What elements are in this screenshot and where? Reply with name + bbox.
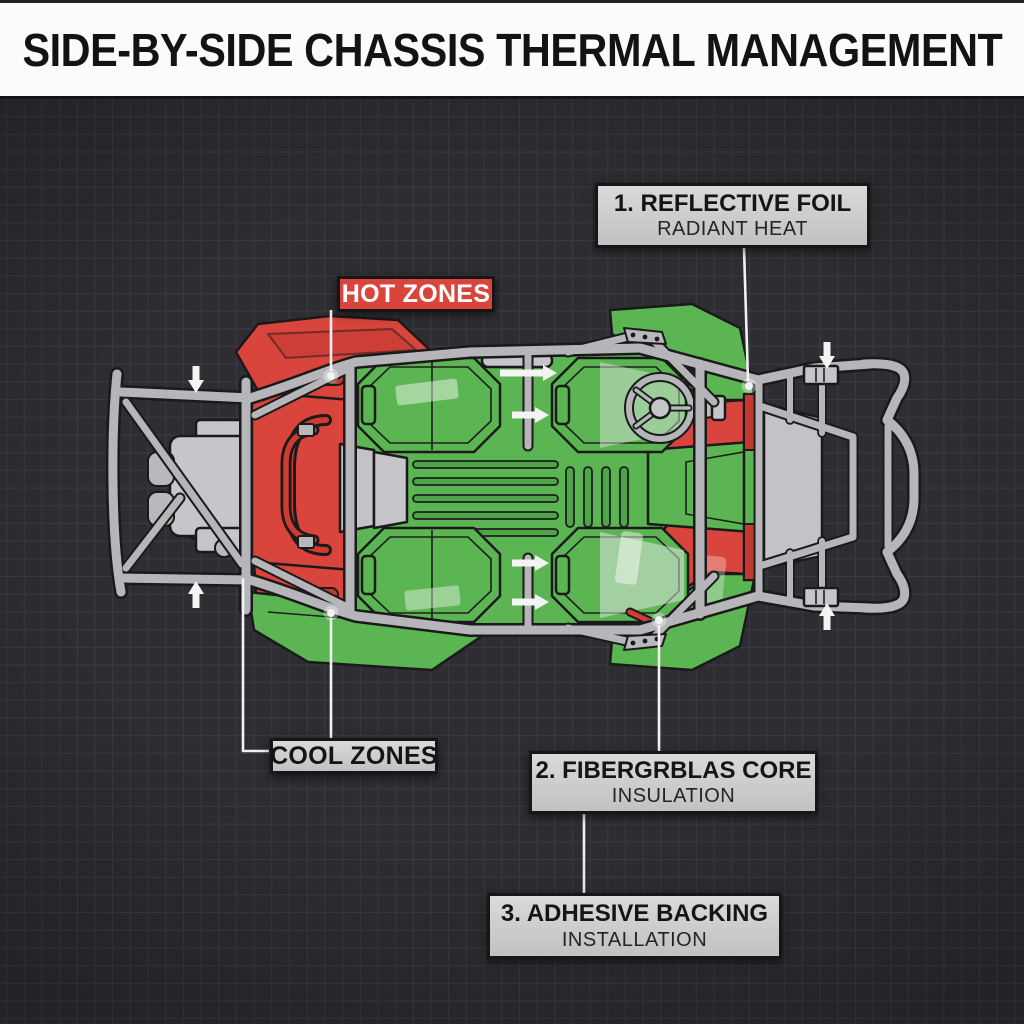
callout-fiberglass-core: 2. FIBERGRBLAS CORE INSULATION xyxy=(529,751,818,814)
callout-hot-zones: HOT ZONES xyxy=(337,276,495,312)
front-mount-block-top xyxy=(802,364,840,386)
leader-dot xyxy=(323,368,757,628)
callout-fiberglass-core-title: 2. FIBERGRBLAS CORE xyxy=(535,756,812,784)
callout-cool-zones: COOL ZONES xyxy=(270,738,438,774)
heat-arrow-up-left xyxy=(188,581,204,608)
airflow-arrows xyxy=(188,342,835,630)
cool-zones-text: COOL ZONES xyxy=(270,741,438,770)
callout-fiberglass-core-subtitle: INSULATION xyxy=(611,785,736,808)
hot-zones-text: HOT ZONES xyxy=(341,279,491,308)
title-bar: SIDE-BY-SIDE CHASSIS THERMAL MANAGEMENT xyxy=(0,0,1024,99)
engine-assembly xyxy=(147,414,332,558)
airflow-arrow-right-4 xyxy=(512,594,549,610)
hot-zone-firewall xyxy=(250,390,354,584)
heat-arrow-up-right xyxy=(819,603,835,630)
seat-front-right xyxy=(550,526,690,624)
center-console xyxy=(372,450,409,530)
airflow-arrow-right-3 xyxy=(512,555,549,571)
leader-lines xyxy=(241,247,757,894)
callout-reflective-foil-title: 1. REFLECTIVE FOIL xyxy=(613,189,852,217)
heat-arrow-down-left xyxy=(188,366,204,393)
callout-reflective-foil-subtitle: RADIANT HEAT xyxy=(657,218,808,241)
seat-rear-right xyxy=(356,526,502,624)
leader-reflective-foil xyxy=(742,247,750,382)
frame-junction-plates xyxy=(623,327,840,651)
page-title: SIDE-BY-SIDE CHASSIS THERMAL MANAGEMENT xyxy=(22,23,1002,76)
airflow-arrow-right-1 xyxy=(500,365,557,381)
heat-arrow-down-right xyxy=(819,342,835,369)
leader-cool-zones-b xyxy=(241,578,269,753)
seats xyxy=(356,356,727,624)
front-mount-block-bottom xyxy=(802,586,840,608)
callout-adhesive-backing: 3. ADHESIVE BACKING INSTALLATION xyxy=(487,893,782,959)
airflow-arrow-right-2 xyxy=(512,407,549,423)
callout-adhesive-backing-subtitle: INSTALLATION xyxy=(561,928,708,951)
callout-adhesive-backing-title: 3. ADHESIVE BACKING xyxy=(500,900,769,928)
seat-rear-left xyxy=(356,356,502,454)
callout-reflective-foil: 1. REFLECTIVE FOIL RADIANT HEAT xyxy=(595,183,870,248)
